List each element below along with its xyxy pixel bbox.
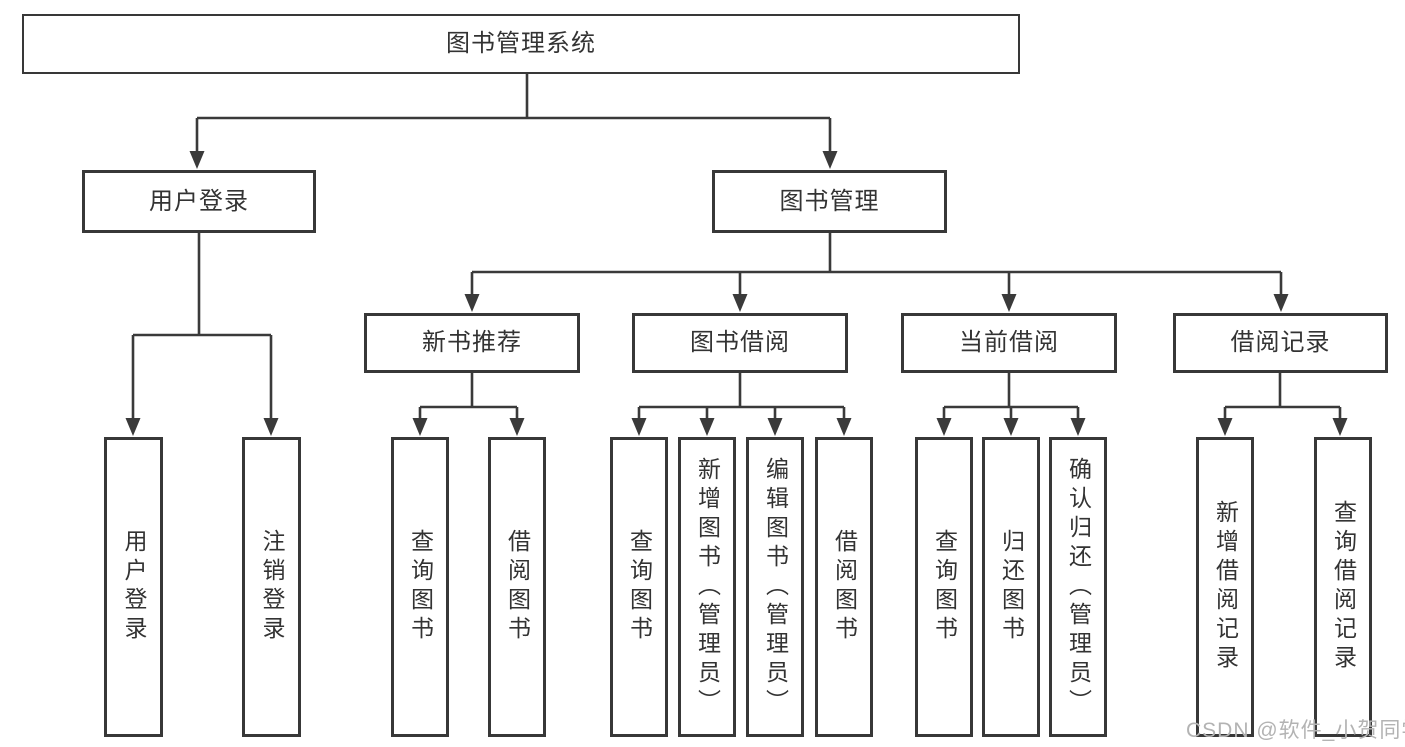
leaf-query-books-recommend: 查询图书 bbox=[391, 437, 449, 737]
leaf-query-books-borrow: 查询图书 bbox=[610, 437, 668, 737]
leaf-borrow-books: 借阅图书 bbox=[815, 437, 873, 737]
connector-book-management-children bbox=[464, 233, 1289, 312]
leaf-borrow-books-recommend: 借阅图书 bbox=[488, 437, 546, 737]
connector-user-login-children bbox=[125, 233, 279, 436]
connector-book-borrow-children bbox=[631, 373, 852, 436]
leaf-add-books-admin: 新增图书（管理员） bbox=[678, 437, 736, 737]
node-user-login: 用户登录 bbox=[82, 170, 316, 233]
leaf-add-borrow-record: 新增借阅记录 bbox=[1196, 437, 1254, 737]
connector-borrow-records-children bbox=[1217, 373, 1348, 436]
csdn-watermark: CSDN @软件_小贺同学 bbox=[1186, 719, 1405, 742]
node-book-borrow: 图书借阅 bbox=[632, 313, 848, 373]
leaf-user-login: 用户登录 bbox=[104, 437, 163, 737]
leaf-query-books-current: 查询图书 bbox=[915, 437, 973, 737]
leaf-edit-books-admin: 编辑图书（管理员） bbox=[746, 437, 804, 737]
node-book-management: 图书管理 bbox=[712, 170, 947, 233]
node-current-borrow: 当前借阅 bbox=[901, 313, 1117, 373]
node-new-book-recommend: 新书推荐 bbox=[364, 313, 580, 373]
leaf-logout: 注销登录 bbox=[242, 437, 301, 737]
leaf-query-borrow-record: 查询借阅记录 bbox=[1314, 437, 1372, 737]
connector-root-to-level1 bbox=[189, 74, 838, 169]
node-borrow-records: 借阅记录 bbox=[1173, 313, 1388, 373]
connector-current-borrow-children bbox=[936, 373, 1086, 436]
leaf-return-books: 归还图书 bbox=[982, 437, 1040, 737]
connector-new-book-recommend-children bbox=[412, 373, 525, 436]
leaf-confirm-return-admin: 确认归还（管理员） bbox=[1049, 437, 1107, 737]
node-library-system: 图书管理系统 bbox=[22, 14, 1020, 74]
